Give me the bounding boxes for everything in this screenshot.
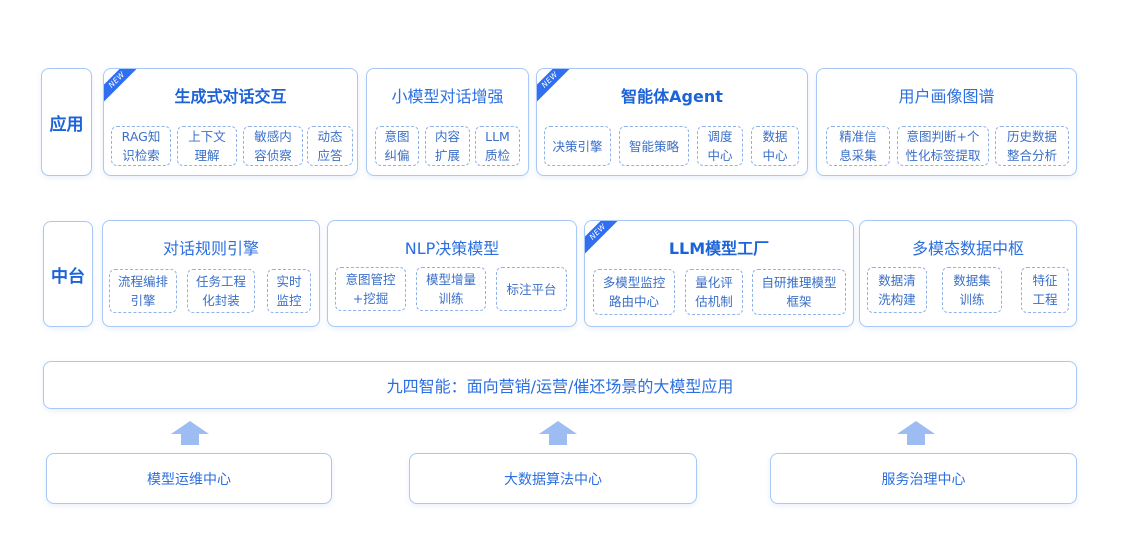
chip-intent-tagging: 意图判断+个 性化标签提取 <box>897 126 989 166</box>
chip-rag-retrieval: RAG知 识检索 <box>111 126 171 166</box>
chip-history-analysis: 历史数据 整合分析 <box>995 126 1069 166</box>
up-arrow-icon <box>171 421 209 445</box>
base-box-model-ops: 模型运维中心 <box>46 453 332 504</box>
box-title: 小模型对话增强 <box>391 87 504 106</box>
chip-context-understanding: 上下文 理解 <box>177 126 237 166</box>
box-title: 对话规则引擎 <box>162 239 259 258</box>
row-label-middle-platform: 中台 <box>43 221 93 327</box>
chip-decision-engine: 决策引擎 <box>544 126 611 166</box>
up-arrow-icon <box>897 421 935 445</box>
chip-data-cleaning: 数据清 洗构建 <box>867 267 927 313</box>
base-box-bigdata-algo: 大数据算法中心 <box>409 453 697 504</box>
chip-dynamic-response: 动态 应答 <box>307 126 353 166</box>
up-arrow-icon <box>539 421 577 445</box>
chip-flow-orchestration: 流程编排 引擎 <box>109 269 177 313</box>
row-label-application: 应用 <box>41 68 92 176</box>
chip-sensitive-content: 敏感内 容侦察 <box>243 126 303 166</box>
chip-task-packaging: 任务工程 化封装 <box>187 269 255 313</box>
box-title: LLM模型工厂 <box>668 239 770 258</box>
mid-box-llm-factory: NEW LLM模型工厂 多模型监控 路由中心 量化评 估机制 自研推理模型 框架 <box>584 220 854 327</box>
chip-realtime-monitor: 实时 监控 <box>267 269 311 313</box>
chip-quant-eval: 量化评 估机制 <box>685 269 743 315</box>
mid-box-multimodal-hub: 多模态数据中枢 数据清 洗构建 数据集 训练 特征 工程 <box>859 220 1077 327</box>
chip-intent-control: 意图管控 +挖掘 <box>335 267 406 311</box>
chip-inference-framework: 自研推理模型 框架 <box>752 269 846 315</box>
chip-content-expansion: 内容 扩展 <box>425 126 470 166</box>
app-box-agent: NEW 智能体Agent 决策引擎 智能策略 调度 中心 数据 中心 <box>536 68 808 176</box>
chip-dispatch-center: 调度 中心 <box>697 126 743 166</box>
platform-bar: 九四智能：面向营销/运营/催还场景的大模型应用 <box>43 361 1077 409</box>
box-title: 智能体Agent <box>621 87 723 106</box>
mid-box-nlp-decision: NLP决策模型 意图管控 +挖掘 模型增量 训练 标注平台 <box>327 220 577 327</box>
app-box-user-portrait: 用户画像图谱 精准信 息采集 意图判断+个 性化标签提取 历史数据 整合分析 <box>816 68 1077 176</box>
app-box-small-model: 小模型对话增强 意图 纠偏 内容 扩展 LLM 质检 <box>366 68 529 176</box>
box-title: 用户画像图谱 <box>898 87 995 106</box>
chip-incremental-training: 模型增量 训练 <box>416 267 486 311</box>
chip-model-routing: 多模型监控 路由中心 <box>593 269 675 315</box>
box-title: NLP决策模型 <box>404 239 500 258</box>
base-box-service-governance: 服务治理中心 <box>770 453 1077 504</box>
chip-info-collection: 精准信 息采集 <box>826 126 890 166</box>
chip-smart-strategy: 智能策略 <box>619 126 689 166</box>
app-box-generative-dialog: NEW 生成式对话交互 RAG知 识检索 上下文 理解 敏感内 容侦察 动态 应… <box>103 68 358 176</box>
box-title: 生成式对话交互 <box>174 87 287 106</box>
chip-intent-correction: 意图 纠偏 <box>375 126 419 166</box>
chip-llm-qc: LLM 质检 <box>475 126 520 166</box>
chip-dataset-training: 数据集 训练 <box>942 267 1002 313</box>
mid-box-dialog-rules: 对话规则引擎 流程编排 引擎 任务工程 化封装 实时 监控 <box>102 220 320 327</box>
chip-data-center: 数据 中心 <box>751 126 799 166</box>
box-title: 多模态数据中枢 <box>911 239 1024 258</box>
chip-labeling-platform: 标注平台 <box>496 267 567 311</box>
chip-feature-engineering: 特征 工程 <box>1021 267 1069 313</box>
